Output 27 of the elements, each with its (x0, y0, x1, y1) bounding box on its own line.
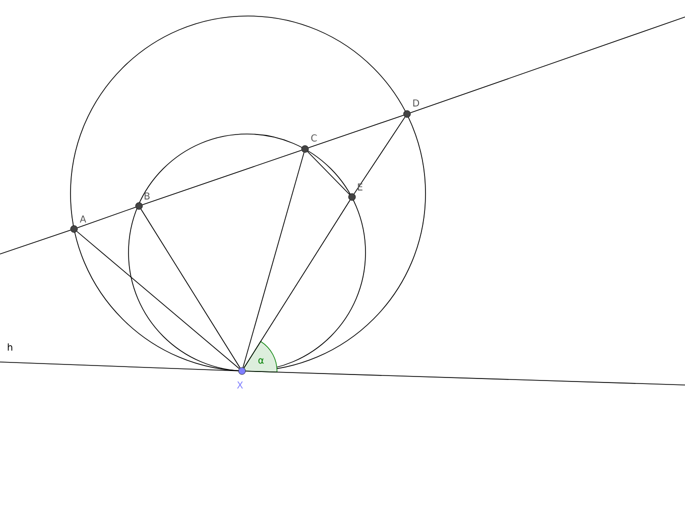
point (301, 145, 309, 153)
line (140, 208, 240, 368)
line (142, 150, 302, 206)
point (348, 193, 356, 201)
angle-label: α (258, 358, 264, 364)
line (77, 206, 136, 228)
point-label: D (413, 100, 420, 106)
line (242, 152, 304, 368)
line (308, 114, 404, 148)
line (410, 16, 685, 114)
line (244, 200, 350, 368)
point-label: C (311, 134, 317, 142)
line (245, 370, 685, 386)
point (238, 367, 246, 375)
point-label: E (358, 184, 362, 190)
line (354, 116, 406, 194)
point (70, 225, 78, 233)
point-label: B (144, 192, 150, 200)
line (0, 230, 71, 254)
point (403, 110, 411, 118)
point (135, 202, 143, 210)
line (307, 151, 350, 195)
line (76, 230, 240, 369)
line (0, 362, 239, 372)
point-label: A (80, 216, 86, 222)
line-label: h (8, 343, 12, 351)
point-label: X (237, 382, 243, 388)
